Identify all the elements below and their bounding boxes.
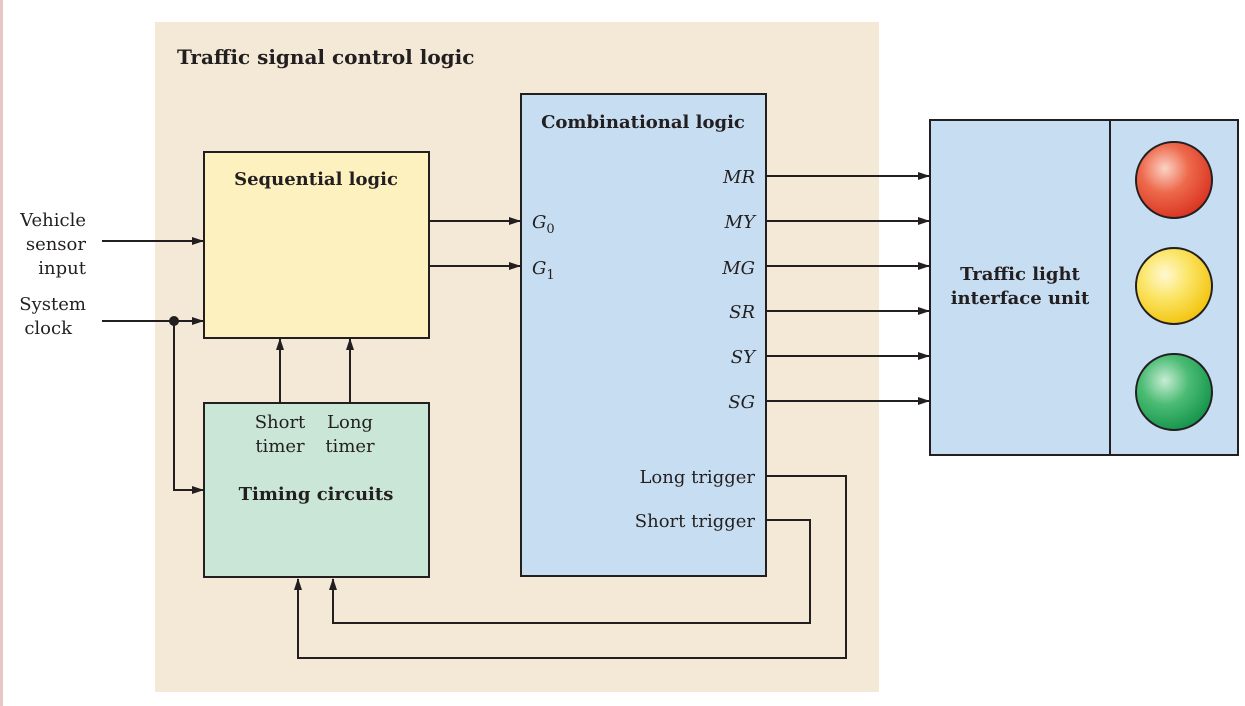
short-trigger-wire <box>329 519 811 624</box>
input-g0: G0 <box>532 212 555 237</box>
short-timer-label-1: Short <box>255 412 306 433</box>
vehicle-input-label-2: sensor <box>26 234 87 255</box>
sequential-logic-box <box>203 151 430 339</box>
input-g1: G1 <box>532 258 555 283</box>
output-my-label: MY <box>724 212 757 233</box>
short-timer-label-2: timer <box>255 436 305 457</box>
output-sg-label: SG <box>728 392 755 413</box>
short-trigger-label: Short trigger <box>635 511 756 532</box>
green-lamp <box>1135 353 1213 431</box>
clock-to-timing-wire <box>173 321 204 494</box>
timing-circuits-label: Timing circuits <box>239 484 394 505</box>
yellow-lamp <box>1135 247 1213 325</box>
long-trigger-label: Long trigger <box>639 467 755 488</box>
interface-unit-label-1: Traffic light <box>960 264 1080 285</box>
long-timer-label-2: timer <box>325 436 375 457</box>
output-mr-label: MR <box>722 167 755 188</box>
output-mg-label: MG <box>721 258 755 279</box>
output-sr-label: SR <box>729 302 755 323</box>
red-lamp <box>1135 141 1213 219</box>
vehicle-input-label-1: Vehicle <box>19 210 86 231</box>
timing-circuits-box <box>203 402 430 578</box>
panel-title: Traffic signal control logic <box>177 45 474 69</box>
interface-unit-label-2: interface unit <box>951 288 1090 309</box>
long-trigger-wire <box>294 475 847 659</box>
interface-unit-box <box>929 119 1111 456</box>
clock-input-label-1: System <box>19 294 86 315</box>
vehicle-input-label-3: input <box>38 258 86 279</box>
combinational-logic-box <box>520 93 767 577</box>
long-timer-label-1: Long <box>327 412 373 433</box>
clock-input-label-2: clock <box>24 318 73 339</box>
combinational-logic-label: Combinational logic <box>541 112 745 133</box>
sequential-logic-label: Sequential logic <box>234 169 398 190</box>
output-sy-label: SY <box>731 347 757 368</box>
page-edge-rule <box>0 0 3 706</box>
